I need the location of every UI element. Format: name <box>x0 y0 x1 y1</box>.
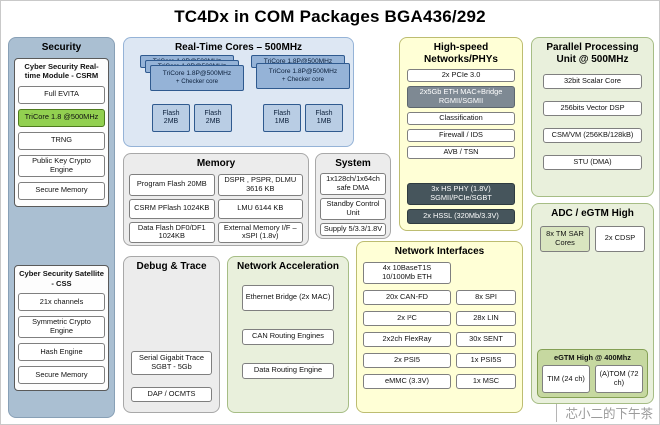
checker-core-label: + Checker core <box>175 78 219 86</box>
watermark: 芯小二的下午茶 <box>556 403 653 422</box>
csrm-item-tricore: TriCore 1.8 @500MHz <box>18 108 105 127</box>
css-item-hash-engine: Hash Engine <box>18 343 105 361</box>
memory-title: Memory <box>196 158 236 169</box>
system-item-supply: Supply 5/3.3/1.8V <box>320 222 386 236</box>
highspeed-title: High-speed Networks/PHYs <box>424 42 498 65</box>
memory-cell-program-flash: Program Flash 20MB <box>129 173 215 196</box>
can-fd-box: 20x CAN-FD <box>363 289 451 305</box>
css-item-symmetric-crypto: Symmetric Crypto Engine <box>18 316 105 338</box>
avb-tsn-box: AVB / TSN <box>407 145 515 159</box>
memory-cell-dspr: DSPR , PSPR, DLMU 3616 KB <box>217 173 303 196</box>
atom-box: (A)TOM (72 ch) <box>595 365 643 393</box>
hssl-box: 2x HSSL (320Mb/3.3V) <box>407 208 515 224</box>
ethernet-bridge-box: Ethernet Bridge (2x MAC) <box>242 284 334 311</box>
network-acceleration-panel: Network Acceleration Ethernet Bridge (2x… <box>227 256 349 413</box>
security-panel: Security Cyber Security Real-time Module… <box>8 37 115 418</box>
adc-egtm-title: ADC / eGTM High <box>551 208 634 219</box>
csrm-title: Cyber Security Real-time Module - CSRM <box>24 61 99 81</box>
page-title: TC4Dx in COM Packages BGA436/292 <box>174 7 486 26</box>
realtime-cores-title: Real-Time Cores – 500MHz <box>174 42 303 53</box>
csm-vm-box: CSM/VM (256KB/128kB) <box>543 127 642 143</box>
pcie-box: 2x PCIe 3.0 <box>407 68 515 82</box>
csrm-item-pk-crypto: Public Key Crypto Engine <box>18 154 105 177</box>
system-item-safe-dma: 1x128ch/1x64ch safe DMA <box>320 172 386 195</box>
data-routing-box: Data Routing Engine <box>242 362 334 379</box>
can-routing-box: CAN Routing Engines <box>242 328 334 345</box>
network-interfaces-grid: 4x 10BaseT1S 10/100Mb ETH 20x CAN-FD 8x … <box>357 260 522 389</box>
i2c-box: 2x I²C <box>363 310 451 326</box>
egtm-subpanel: eGTM High @ 400Mhz TIM (24 ch) (A)TOM (7… <box>537 349 648 398</box>
highspeed-networks-panel: High-speed Networks/PHYs 2x PCIe 3.0 2x5… <box>399 37 523 231</box>
tim-box: TIM (24 ch) <box>542 365 590 393</box>
psi5-box: 2x PSI5 <box>363 352 451 368</box>
debug-spacer <box>124 275 219 351</box>
ethernet-10baset1s-box: 4x 10BaseT1S 10/100Mb ETH <box>363 261 451 284</box>
tricore-checker-box: TriCore 1.8P@500MHz + Checker core <box>150 65 244 91</box>
css-item-channels: 21x channels <box>18 293 105 312</box>
sent-box: 30x SENT <box>456 331 516 347</box>
flash-box: Flash 1MB <box>263 104 301 132</box>
memory-cell-csrm-pflash: CSRM PFlash 1024KB <box>129 198 215 219</box>
firewall-ids-box: Firewall / IDS <box>407 128 515 142</box>
network-interfaces-title: Network Interfaces <box>394 246 485 257</box>
css-item-secure-memory: Secure Memory <box>18 366 105 384</box>
css-title: Cyber Security Satellite - CSS <box>19 269 104 288</box>
flexray-box: 2x2ch FlexRay <box>363 331 451 347</box>
ppu-items: 32bit Scalar Core 256bits Vector DSP CSM… <box>532 68 653 176</box>
network-acceleration-title: Network Acceleration <box>237 261 339 272</box>
adc-egtm-panel: ADC / eGTM High 8x TM SAR Cores 2x CDSP … <box>531 203 654 404</box>
spi-box: 8x SPI <box>456 289 516 305</box>
system-item-standby: Standby Control Unit <box>320 197 386 220</box>
stu-dma-box: STU (DMA) <box>543 154 642 170</box>
adc-row: 8x TM SAR Cores 2x CDSP <box>532 222 653 252</box>
dap-ocmts-box: DAP / OCMTS <box>131 387 212 402</box>
debug-trace-panel: Debug & Trace Serial Gigabit Trace SGBT … <box>123 256 220 413</box>
system-title: System <box>335 158 371 169</box>
system-panel: System 1x128ch/1x64ch safe DMA Standby C… <box>315 153 391 239</box>
ppu-panel: Parallel Processing Unit @ 500MHz 32bit … <box>531 37 654 197</box>
tricore-label: TriCore 1.8P@500MHz <box>162 70 232 78</box>
tm-sar-cores-box: 8x TM SAR Cores <box>540 225 590 252</box>
csrm-group: Cyber Security Real-time Module - CSRM F… <box>14 57 109 207</box>
hs-phy-box: 3x HS PHY (1.8V) SGMII/PCIe/SGBT <box>407 182 515 205</box>
watermark-divider <box>556 403 558 422</box>
flash-box: Flash 1MB <box>305 104 343 132</box>
lin-box: 28x LIN <box>456 310 516 326</box>
eth-mac-bridge-box: 2x5Gb ETH MAC+Bridge RGMII/SGMII <box>407 85 515 108</box>
csrm-item-full-evita: Full EVITA <box>18 85 105 104</box>
realtime-cores-panel: Real-Time Cores – 500MHz TriCore 1.8P@50… <box>123 37 354 147</box>
memory-panel: Memory Program Flash 20MB DSPR , PSPR, D… <box>123 153 309 246</box>
flash-box: Flash 2MB <box>152 104 190 132</box>
msc-box: 1x MSC <box>456 373 516 389</box>
watermark-text: 芯小二的下午茶 <box>565 407 653 421</box>
system-items: 1x128ch/1x64ch safe DMA Standby Control … <box>316 172 390 237</box>
vector-dsp-box: 256bits Vector DSP <box>543 100 642 116</box>
sgbt-trace-box: Serial Gigabit Trace SGBT - 5Gb <box>131 351 212 375</box>
ppu-title: Parallel Processing Unit @ 500MHz <box>546 42 639 65</box>
network-interfaces-panel: Network Interfaces 4x 10BaseT1S 10/100Mb… <box>356 241 523 413</box>
tricore-checker-box: TriCore 1.8P@500MHz + Checker core <box>256 63 350 89</box>
psi5s-box: 1x PSI5S <box>456 352 516 368</box>
emmc-box: eMMC (3.3V) <box>363 373 451 389</box>
checker-core-label: + Checker core <box>281 76 325 84</box>
css-group: Cyber Security Satellite - CSS 21x chann… <box>14 265 109 391</box>
memory-cell-lmu: LMU 6144 KB <box>217 198 303 219</box>
csrm-item-secure-memory: Secure Memory <box>18 181 105 200</box>
classification-box: Classification <box>407 111 515 125</box>
egtm-row: TIM (24 ch) (A)TOM (72 ch) <box>542 365 643 393</box>
egtm-title: eGTM High @ 400Mhz <box>553 353 631 362</box>
tricore-label: TriCore 1.8P@500MHz <box>268 68 338 76</box>
highspeed-items: 2x PCIe 3.0 2x5Gb ETH MAC+Bridge RGMII/S… <box>400 68 522 225</box>
csrm-item-trng: TRNG <box>18 131 105 150</box>
debug-trace-title: Debug & Trace <box>136 261 207 272</box>
empty-cell <box>456 262 516 284</box>
cdsp-box: 2x CDSP <box>595 225 645 252</box>
scalar-core-box: 32bit Scalar Core <box>543 73 642 89</box>
memory-cell-data-flash: Data Flash DF0/DF1 1024KB <box>129 221 215 244</box>
memory-grid: Program Flash 20MB DSPR , PSPR, DLMU 361… <box>124 172 308 246</box>
memory-cell-external-if: External Memory I/F – xSPI (1.8v) <box>217 221 303 244</box>
security-title: Security <box>41 42 82 53</box>
flash-box: Flash 2MB <box>194 104 232 132</box>
